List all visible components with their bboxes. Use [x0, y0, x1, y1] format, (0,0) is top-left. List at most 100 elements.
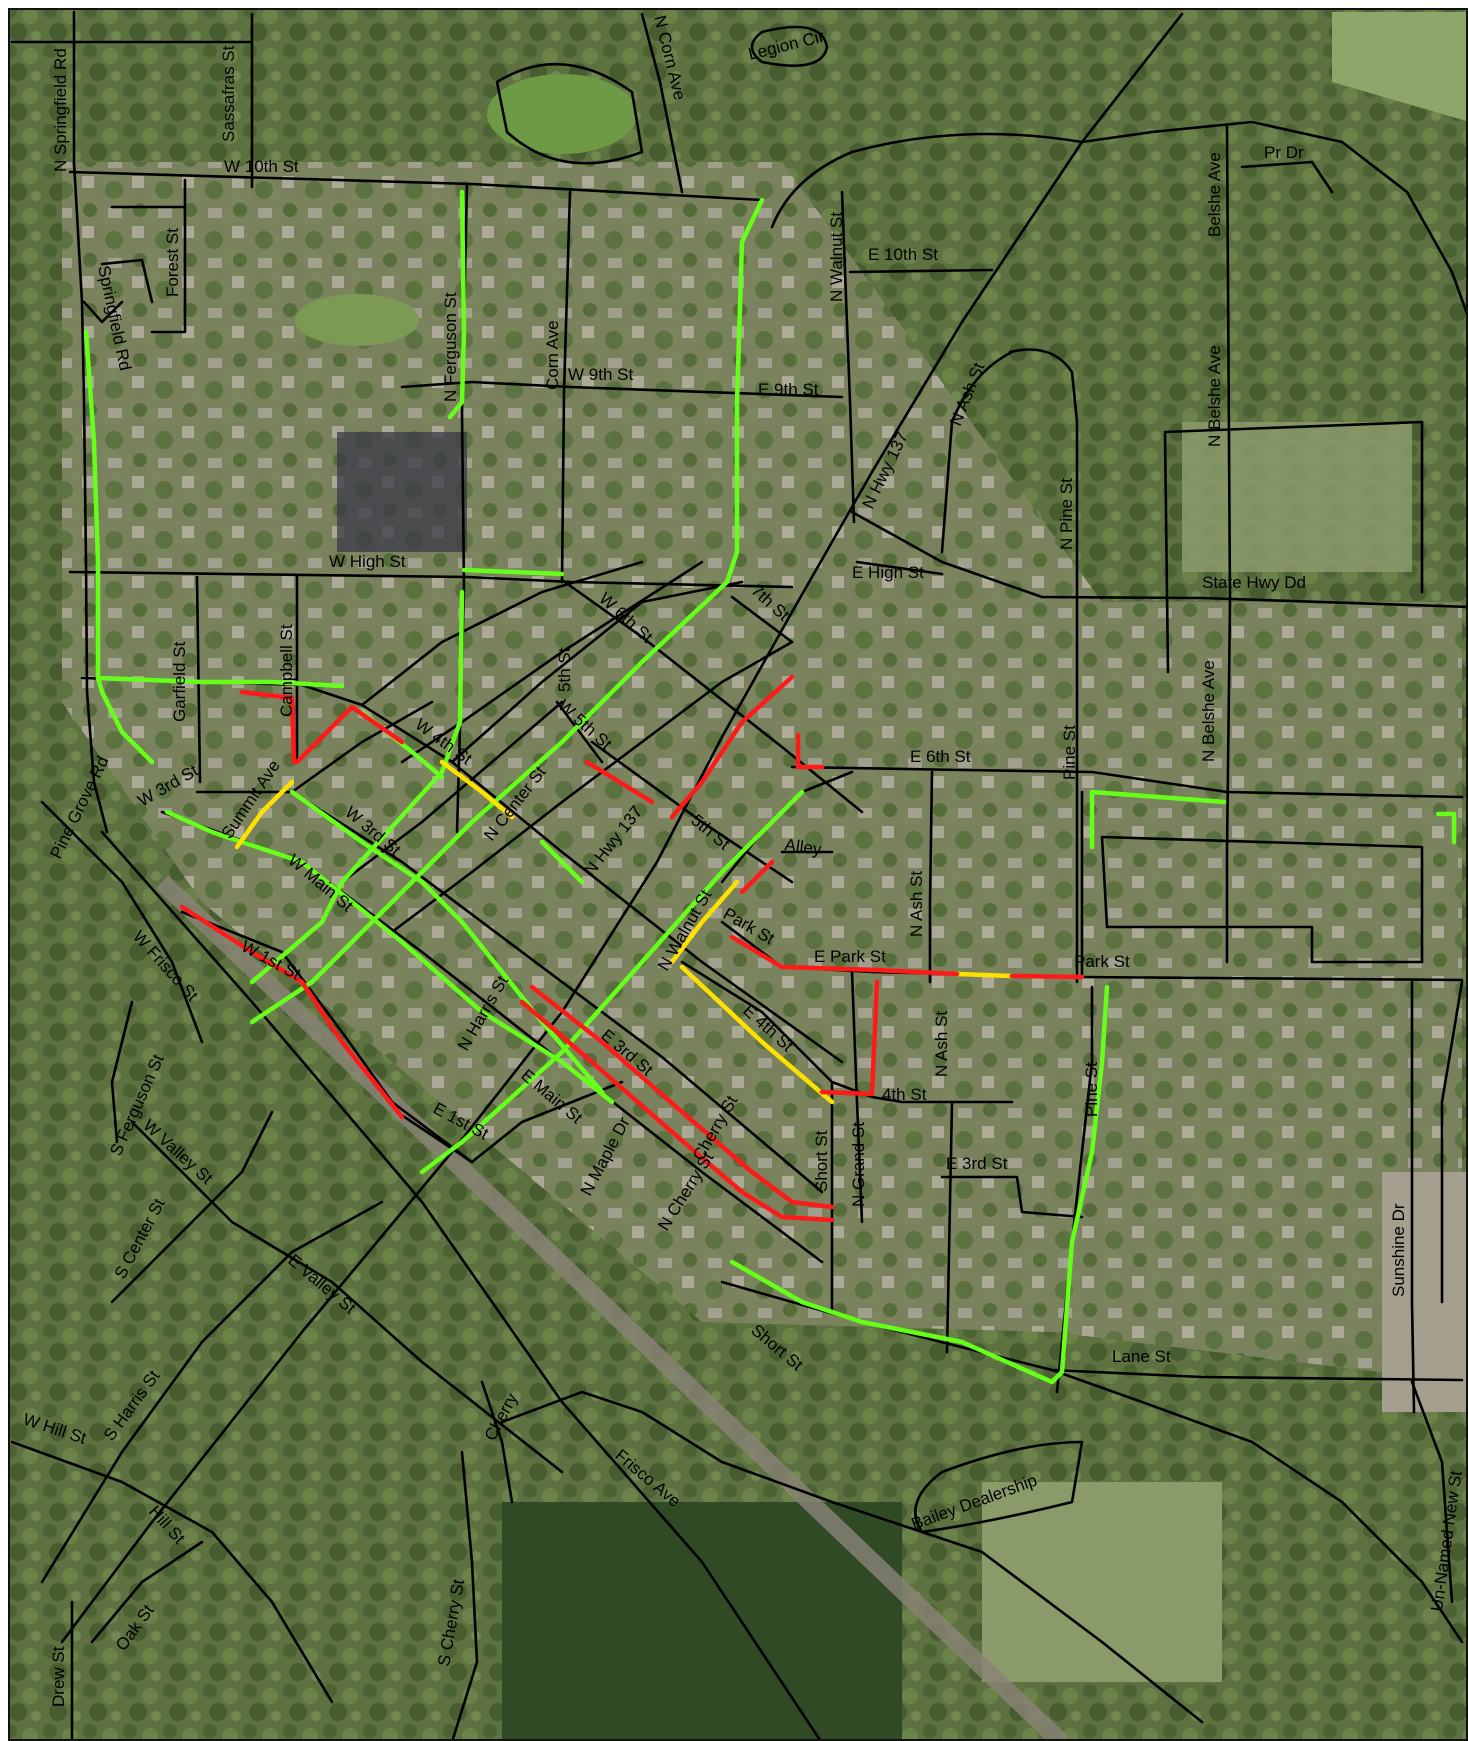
- fair-n-walnut-st: [669, 879, 740, 965]
- condition-good: [83, 189, 1457, 1385]
- road-forest-st: [110, 178, 187, 334]
- road-w-valley-st: [130, 1120, 564, 1474]
- label-n-ash-mid: N Ash St: [907, 871, 926, 937]
- road-legion-cir: [750, 25, 829, 67]
- poor-w-5th-st: [584, 759, 655, 805]
- road-center-st-diag: [360, 560, 704, 764]
- map-frame: N Springfield Rd Sassafras St W 10th St …: [8, 8, 1468, 1741]
- label-pine-st-south: Pine St: [1082, 1062, 1101, 1117]
- road-7th-st: [730, 595, 794, 644]
- road-hill-st: [10, 1440, 334, 1704]
- label-e-10th-st: E 10th St: [868, 245, 938, 264]
- road-5th-st-north: [555, 700, 604, 764]
- road-e-4th-st: [680, 960, 1014, 1104]
- park-fields: [982, 1482, 1222, 1682]
- label-w-high-st: W High St: [329, 552, 406, 571]
- label-corn-ave: Corn Ave: [543, 320, 562, 390]
- good-w-4th-west: [95, 675, 345, 689]
- road-s-ferguson-st: [110, 1000, 134, 1144]
- label-n-belshe-ave-1: N Belshe Ave: [1205, 345, 1224, 447]
- label-n-springfield-rd: N Springfield Rd: [51, 48, 70, 172]
- label-e-3rd-st-east: E 3rd St: [946, 1154, 1008, 1173]
- label-lane-st: Lane St: [1112, 1347, 1171, 1366]
- road-e-high-spur: [855, 560, 944, 576]
- road-e-high-st: [850, 510, 1466, 609]
- road-e-3rd-st-east: [940, 1175, 1084, 1219]
- road-n-ash-north: [1008, 348, 1079, 984]
- road-n-corn-ave: [640, 12, 684, 194]
- road-w-6th-st: [560, 578, 864, 814]
- label-pr-dr: Pr Dr: [1264, 143, 1304, 162]
- fair-w-4th-st: [439, 759, 515, 820]
- label-4th-st: 4th St: [882, 1085, 927, 1104]
- poor-summit-ave: [294, 704, 405, 765]
- label-n-pine-st: N Pine St: [1057, 478, 1076, 550]
- poor-e-park-st: [729, 934, 1085, 980]
- good-n-harris-diag: [419, 789, 805, 1175]
- road-network: [10, 10, 1466, 1739]
- label-w-10th-st: W 10th St: [224, 157, 299, 176]
- road-grand-loop: [1100, 835, 1424, 964]
- map-canvas[interactable]: N Springfield Rd Sassafras St W 10th St …: [10, 10, 1468, 1741]
- label-n-walnut-north: N Walnut St: [827, 212, 846, 302]
- road-sunshine-dr: [1410, 980, 1416, 1414]
- poor-w-1st-st: [179, 904, 405, 1120]
- road-rail-line-north: [40, 800, 204, 1044]
- label-campbell-st: Campbell St: [277, 624, 296, 717]
- railroad-corridor: [155, 875, 1069, 1739]
- road-corn-ave: [560, 190, 572, 584]
- fair-e-4th-st: [679, 964, 835, 1105]
- condition-poor: [179, 674, 1085, 1223]
- road-w-3rd-st: [195, 790, 824, 1194]
- label-park-st-east: Park St: [1074, 952, 1130, 971]
- road-e-10th-st: [848, 268, 994, 274]
- field-northeast: [1332, 12, 1466, 121]
- good-east-edge: [1435, 811, 1457, 845]
- good-n-ferguson: [447, 189, 467, 420]
- road-e-1st-st: [395, 1080, 624, 1164]
- label-n-ferguson-st: N Ferguson St: [441, 292, 460, 402]
- label-e-high-st: E High St: [852, 563, 924, 582]
- road-n-springfield-rd: [72, 10, 109, 834]
- label-belshe-ave: Belshe Ave: [1205, 152, 1224, 237]
- road-n-ash-south: [945, 1100, 954, 1354]
- road-n-grand-st: [850, 970, 864, 1224]
- road-frisco-ave: [500, 1390, 1204, 1724]
- label-e-9th-st: E 9th St: [758, 380, 819, 399]
- good-n-center-st: [539, 839, 585, 885]
- label-pine-st-north: Pine St: [1060, 725, 1079, 780]
- road-east-edge: [1440, 980, 1464, 1304]
- label-n-belshe-ave-2: N Belshe Ave: [1199, 660, 1218, 762]
- road-e-valley-st: [40, 1200, 384, 1584]
- road-south-hwy: [1050, 1368, 1464, 1644]
- road-springfield-loop: [82, 258, 154, 324]
- fair-summit-ave: [234, 779, 295, 850]
- road-n-walnut-north: [840, 190, 856, 524]
- road-n-center-st: [450, 580, 744, 764]
- poor-7th-st: [669, 674, 795, 820]
- poor-e-3rd-st: [529, 984, 835, 1210]
- road-arc-north: [770, 132, 1084, 229]
- road-w-5th-st: [590, 740, 794, 884]
- quarry-east: [1382, 1172, 1466, 1412]
- road-n-pine-st: [940, 350, 1014, 554]
- label-w-9th-st: W 9th St: [568, 365, 633, 384]
- label-e-park-st: E Park St: [814, 947, 886, 966]
- road-hwy137-north-curve: [1080, 120, 1466, 315]
- good-e-main-loop: [729, 984, 1110, 1385]
- road-frisco-st: [100, 830, 821, 1739]
- road-bailey-loop: [914, 1440, 1084, 1534]
- road-s-center-st: [110, 1110, 274, 1304]
- label-garfield-st: Garfield St: [170, 641, 189, 722]
- road-w-10th-st: [10, 40, 764, 202]
- good-w-main: [164, 809, 615, 1105]
- poor-e-6th-spur: [795, 732, 825, 770]
- road-belshe-ave: [1225, 125, 1232, 964]
- poor-e-3rd-parallel: [519, 999, 835, 1223]
- condition-fair: [234, 759, 1015, 1105]
- road-e-6th-st: [790, 765, 1464, 799]
- good-n-center-diag: [249, 197, 765, 1025]
- good-pine-st-loop: [1089, 789, 1227, 850]
- poor-alley: [739, 859, 775, 895]
- road-oak-st: [90, 1540, 204, 1644]
